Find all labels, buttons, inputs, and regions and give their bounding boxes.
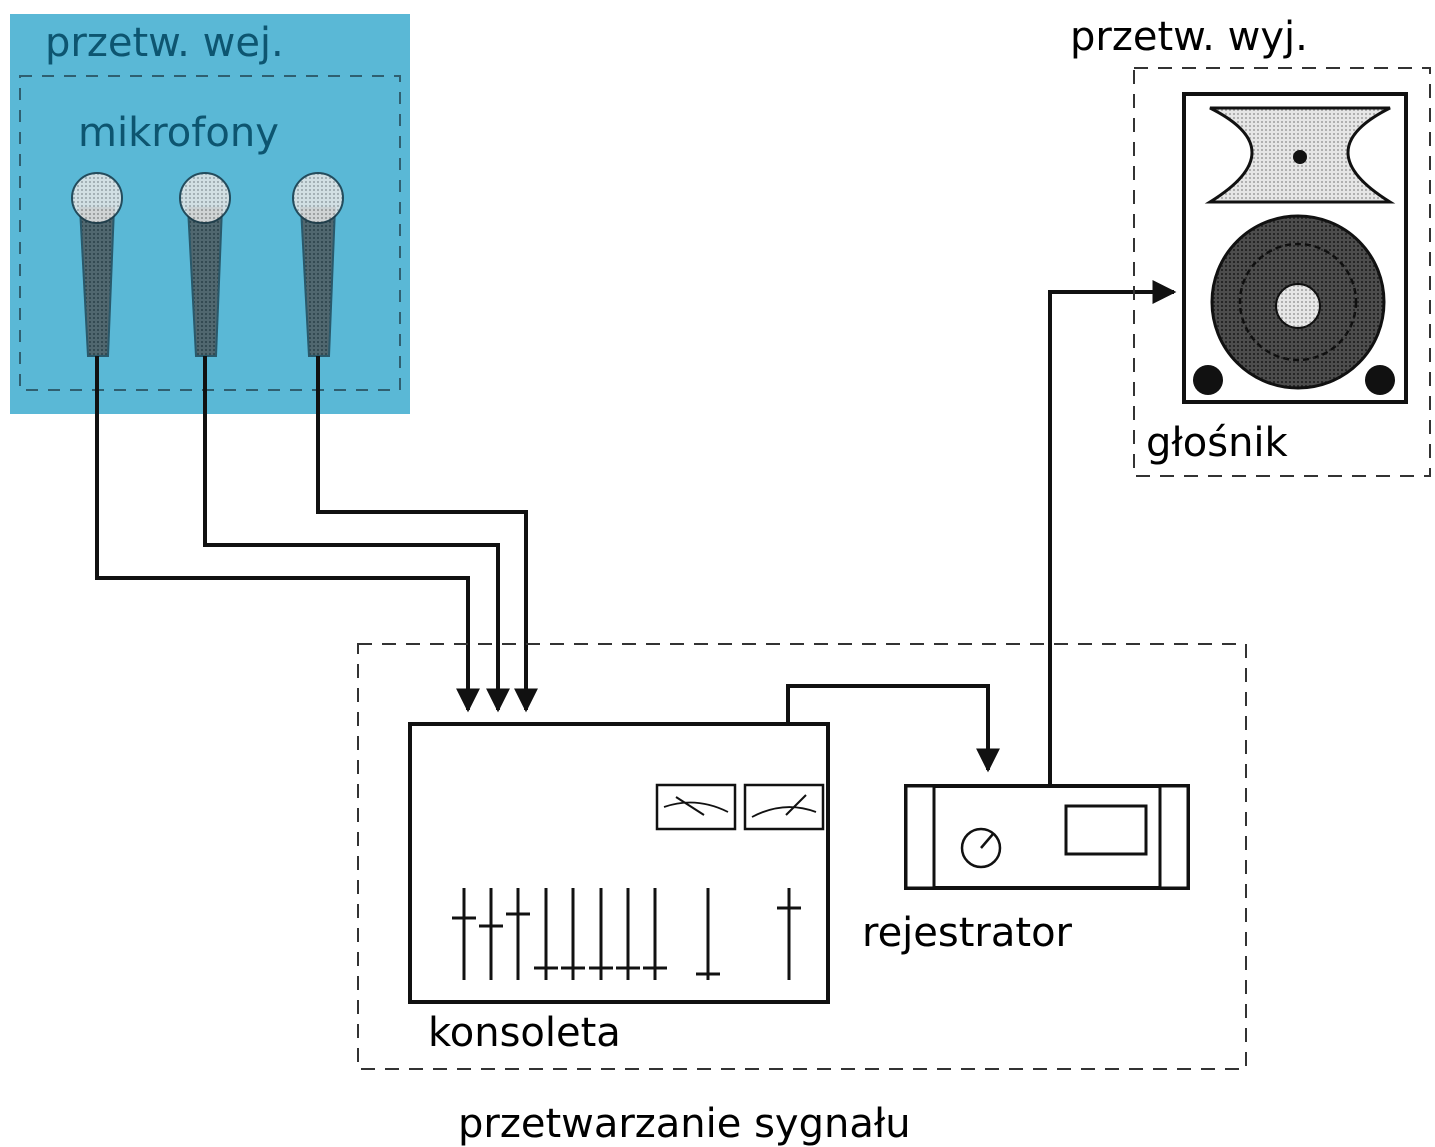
cable-mic2-to-console bbox=[203, 356, 510, 713]
processing-dashed-box bbox=[357, 643, 1247, 1070]
recorder-icon bbox=[904, 784, 1190, 890]
cable-recorder-to-speaker bbox=[1048, 280, 1177, 786]
cable-console-to-recorder bbox=[786, 684, 1000, 773]
output-dashed-box bbox=[1133, 67, 1431, 477]
processing-label: przetwarzanie sygnału bbox=[458, 1101, 911, 1147]
microphone-icon bbox=[179, 172, 231, 357]
microphone-icon bbox=[292, 172, 344, 357]
output-group-label: przetw. wyj. bbox=[1070, 14, 1308, 60]
microphones-dashed-box bbox=[19, 75, 401, 391]
speaker-label: głośnik bbox=[1146, 420, 1289, 466]
microphone-icon bbox=[71, 172, 123, 357]
loudspeaker-icon bbox=[1182, 92, 1408, 404]
cable-mic3-to-console bbox=[316, 356, 538, 713]
microphones-label: mikrofony bbox=[78, 110, 279, 156]
recorder-label: rejestrator bbox=[862, 910, 1073, 956]
input-group-label: przetw. wej. bbox=[45, 20, 284, 66]
mixing-console-icon bbox=[408, 722, 830, 1004]
console-label: konsoleta bbox=[428, 1010, 621, 1056]
